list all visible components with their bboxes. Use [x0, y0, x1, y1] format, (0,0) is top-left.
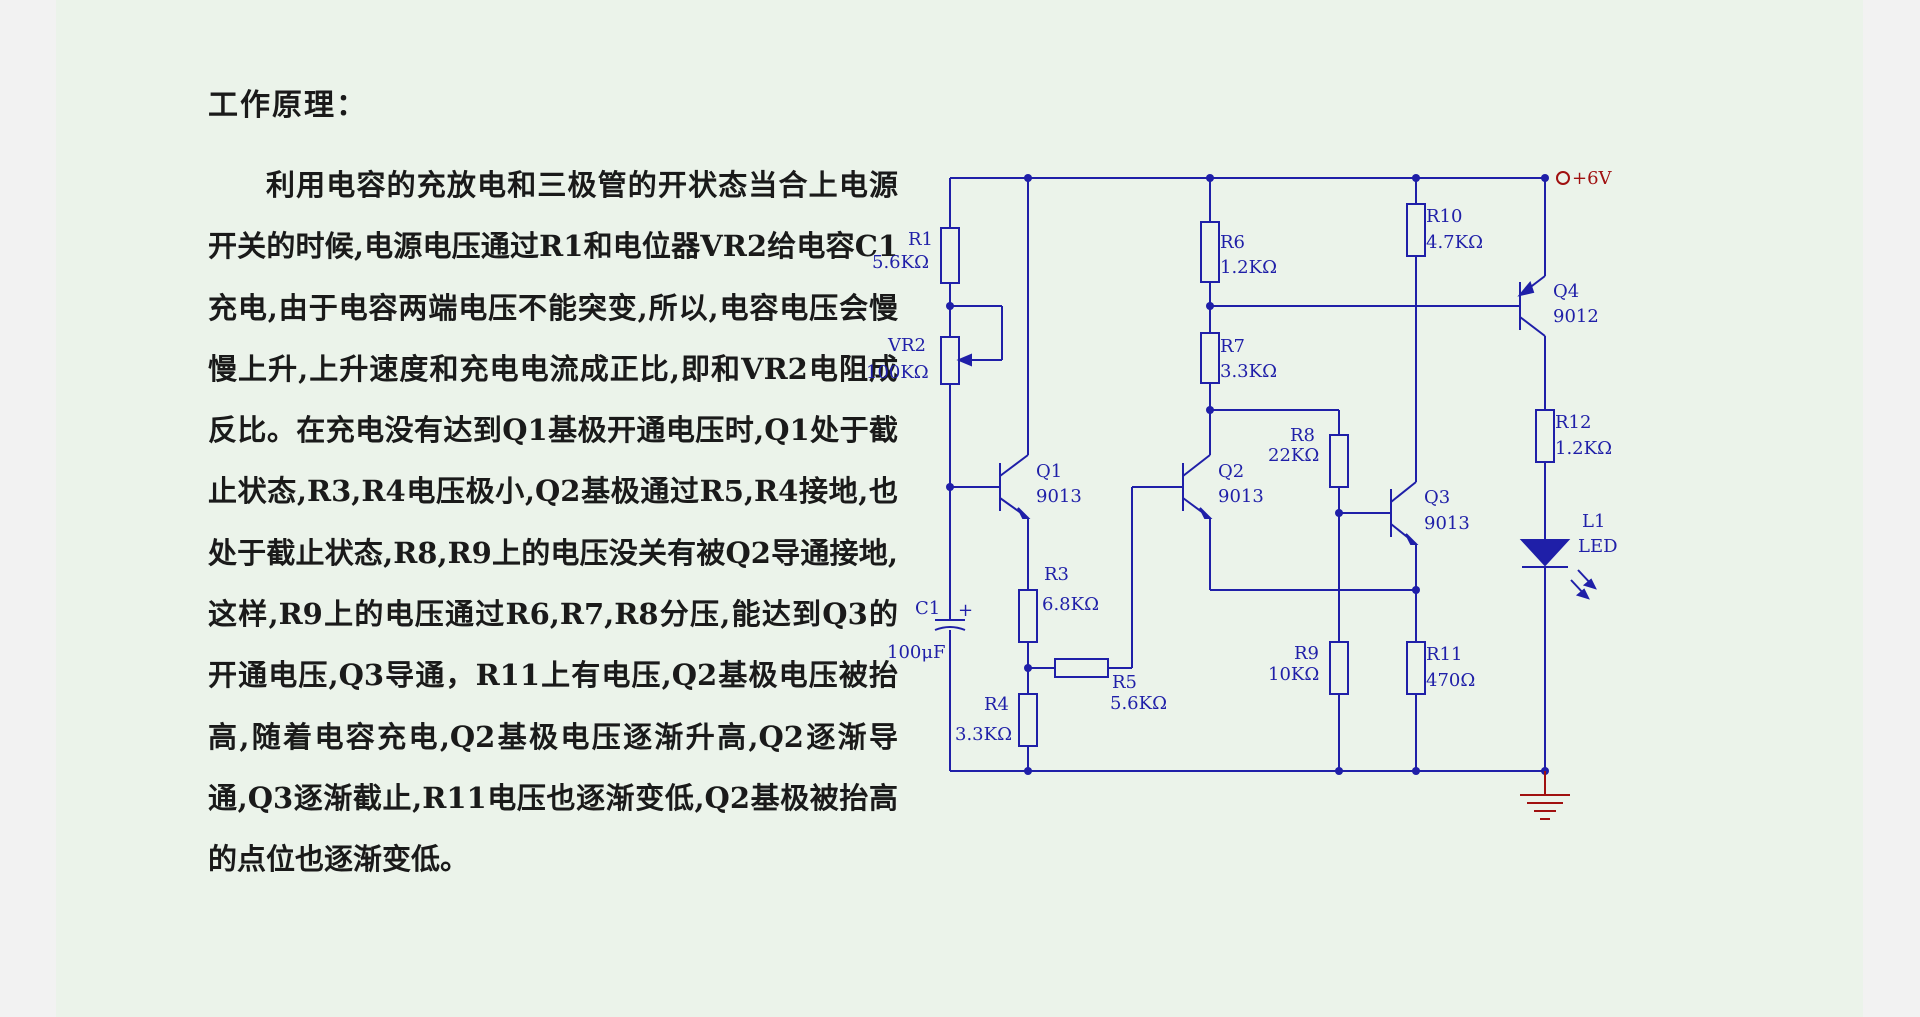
q4-value: 9012 [1553, 306, 1599, 327]
l1-value: LED [1578, 536, 1618, 557]
r7-value: 3.3KΩ [1220, 361, 1277, 382]
r9-value: 10KΩ [1268, 664, 1319, 685]
r4-name: R4 [984, 694, 1009, 715]
supply-label: +6V [1572, 168, 1613, 189]
r3-value: 6.8KΩ [1042, 594, 1099, 615]
r1-name: R1 [908, 229, 933, 250]
vr2-value: 100KΩ [866, 362, 929, 383]
slide: 工作原理： 利用电容的充放电和三极管的开状态当合上电源开关的时候,电源电压通过R… [56, 0, 1863, 1017]
q3-value: 9013 [1424, 513, 1470, 534]
l1-name: L1 [1582, 511, 1605, 532]
r6-value: 1.2KΩ [1220, 257, 1277, 278]
r6-name: R6 [1220, 232, 1245, 253]
r1-value: 5.6KΩ [872, 252, 929, 273]
r11-value: 470Ω [1426, 670, 1475, 691]
r3-name: R3 [1044, 564, 1069, 585]
c1-name: C1 [915, 598, 940, 619]
q1-name: Q1 [1036, 461, 1062, 482]
r5-name: R5 [1112, 672, 1137, 693]
q4-name: Q4 [1553, 281, 1579, 302]
r11-name: R11 [1426, 644, 1462, 665]
r12-name: R12 [1555, 412, 1591, 433]
page-title: 工作原理： [208, 88, 368, 123]
q3-name: Q3 [1424, 487, 1450, 508]
q1-value: 9013 [1036, 486, 1082, 507]
c1-polarity: + [958, 600, 973, 621]
vr2-name: VR2 [887, 335, 926, 356]
r10-value: 4.7KΩ [1426, 232, 1483, 253]
r9-name: R9 [1294, 643, 1319, 664]
q2-name: Q2 [1218, 461, 1244, 482]
r5-value: 5.6KΩ [1110, 693, 1167, 714]
r10-name: R10 [1426, 206, 1462, 227]
r12-value: 1.2KΩ [1555, 438, 1612, 459]
q2-value: 9013 [1218, 486, 1264, 507]
explanation-text: 利用电容的充放电和三极管的开状态当合上电源开关的时候,电源电压通过R1和电位器V… [208, 155, 898, 891]
r7-name: R7 [1220, 336, 1245, 357]
r8-name: R8 [1290, 425, 1315, 446]
explanation-paragraph: 利用电容的充放电和三极管的开状态当合上电源开关的时候,电源电压通过R1和电位器V… [208, 168, 898, 877]
r8-value: 22KΩ [1268, 445, 1319, 466]
c1-value: 100μF [887, 642, 946, 663]
r4-value: 3.3KΩ [955, 724, 1012, 745]
